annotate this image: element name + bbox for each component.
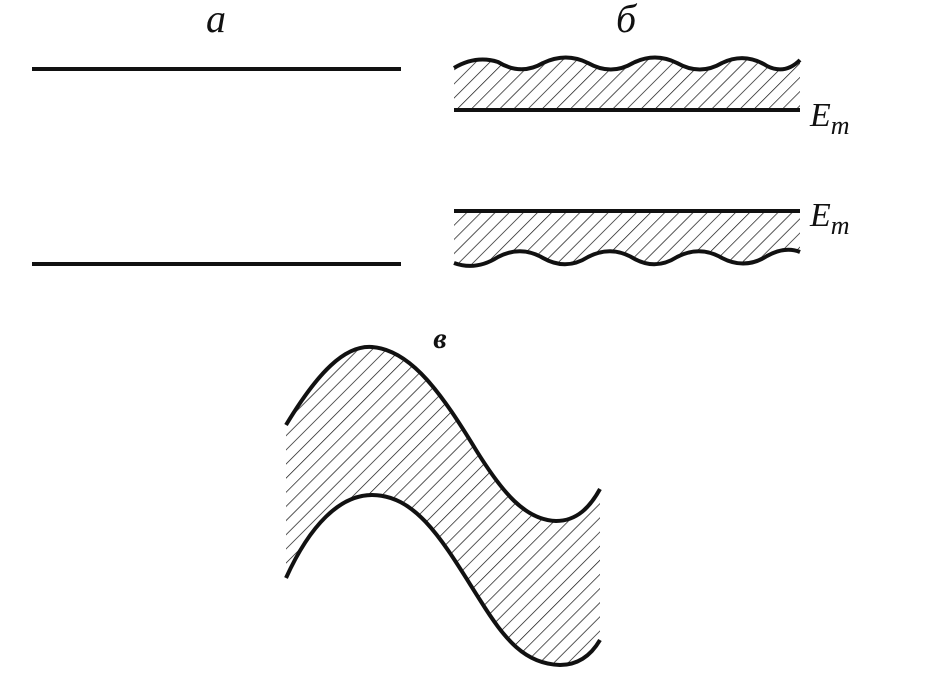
panel-b-lower-level-subscript: m — [831, 211, 850, 240]
panel-b-lower-wavy-edge — [453, 247, 801, 268]
panel-b-lower-level-label: Em — [809, 197, 850, 240]
panel-c-upper-edge — [284, 344, 602, 524]
panel-b: б Em Em — [452, 0, 850, 268]
panel-b-upper-level-label: Em — [809, 97, 850, 140]
panel-c-curved-band — [286, 346, 600, 665]
panel-b-label: б — [616, 0, 638, 41]
panel-c-label: в — [433, 322, 446, 355]
panel-c-lower-edge — [284, 492, 602, 668]
panel-b-lower-level-symbol: E — [809, 197, 831, 234]
panel-b-lower-band — [454, 211, 800, 266]
panel-b-upper-level-subscript: m — [831, 111, 850, 140]
panel-b-upper-wavy-edge — [452, 55, 802, 72]
panel-b-upper-level-symbol: E — [809, 97, 831, 134]
panel-c: в — [284, 322, 602, 668]
panel-a-label: a — [206, 0, 226, 41]
panel-b-upper-band — [454, 57, 800, 110]
panel-a: a — [32, 0, 401, 266]
